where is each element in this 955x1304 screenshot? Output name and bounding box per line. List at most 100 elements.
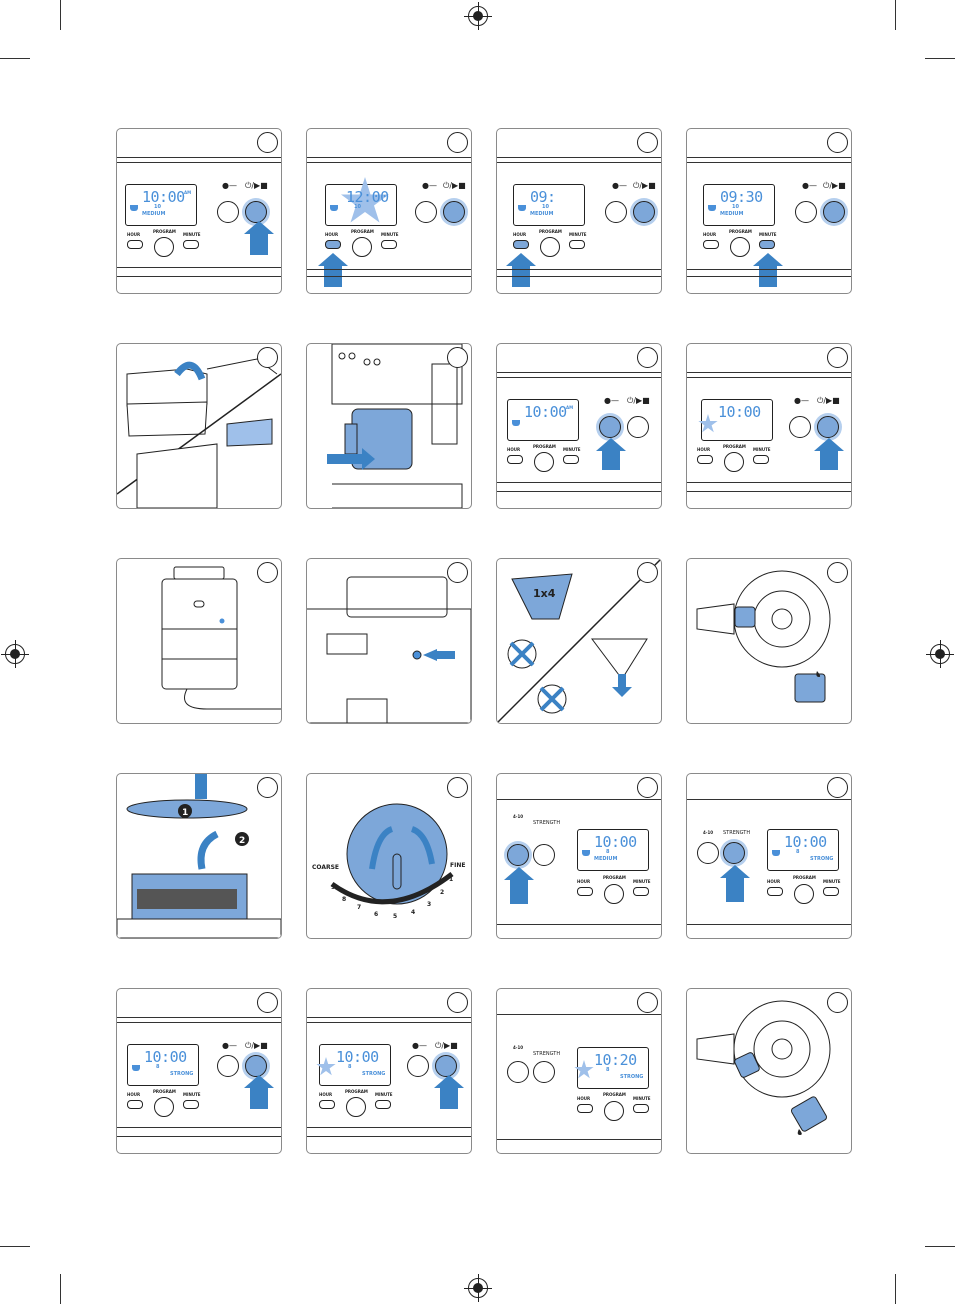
blink-star-icon	[574, 1060, 594, 1079]
step-panel-5	[116, 343, 282, 509]
step-number	[257, 992, 278, 1013]
step-number	[447, 562, 468, 583]
up-arrow-icon	[720, 865, 750, 902]
power-switch-illustration	[307, 576, 471, 723]
program-button[interactable]	[352, 237, 372, 257]
minute-button[interactable]	[753, 455, 769, 464]
program-button[interactable]	[346, 1097, 366, 1117]
hour-button[interactable]	[127, 1100, 143, 1109]
power-icon: ⏻/▶■	[443, 181, 466, 190]
minute-button[interactable]	[823, 887, 839, 896]
minute-button[interactable]	[633, 887, 649, 896]
power-button[interactable]	[443, 201, 465, 223]
power-button[interactable]	[817, 416, 839, 438]
crop-mark	[60, 1274, 61, 1304]
program-button[interactable]	[604, 884, 624, 904]
step-panel-8: 10:00 ●— ⏻/▶■ HOUR PROGRAM MINUTE	[686, 343, 852, 509]
program-button[interactable]	[794, 884, 814, 904]
brew-icon: ●—	[604, 396, 619, 405]
filter-size-label: 1x4	[533, 587, 556, 600]
carafe-insert-illustration	[327, 344, 463, 508]
brew-button[interactable]	[217, 1055, 239, 1077]
step-number	[637, 132, 658, 153]
registration-mark-left	[1, 640, 29, 668]
hour-button[interactable]	[697, 455, 713, 464]
crop-mark	[895, 1274, 896, 1304]
hour-button[interactable]	[319, 1100, 335, 1109]
strength-button[interactable]	[533, 844, 555, 866]
brew-button[interactable]	[217, 201, 239, 223]
program-button[interactable]	[154, 237, 174, 257]
power-button[interactable]	[627, 416, 649, 438]
program-button[interactable]	[724, 452, 744, 472]
hour-button[interactable]	[767, 887, 783, 896]
step-number	[827, 347, 848, 368]
step-number	[637, 347, 658, 368]
power-button[interactable]	[435, 1055, 457, 1077]
hour-button[interactable]	[577, 1104, 593, 1113]
step-number	[827, 132, 848, 153]
hour-button[interactable]	[513, 240, 529, 249]
brew-button[interactable]	[795, 201, 817, 223]
minute-button[interactable]	[183, 240, 199, 249]
brew-button[interactable]	[599, 416, 621, 438]
brew-button[interactable]	[415, 201, 437, 223]
program-button[interactable]	[730, 237, 750, 257]
step-panel-11: 1x4	[496, 558, 662, 724]
grind-dial-illustration	[330, 803, 454, 905]
power-icon: ⏻/▶■	[245, 181, 268, 190]
program-button[interactable]	[540, 237, 560, 257]
step-number	[637, 562, 658, 583]
hour-button[interactable]	[507, 455, 523, 464]
brew-button[interactable]	[789, 416, 811, 438]
brew-button[interactable]	[605, 201, 627, 223]
crop-mark	[925, 58, 955, 59]
brew-icon: ●—	[612, 181, 627, 190]
step-panel-2: 12:00 10 ●— ⏻/▶■ HOUR PROGRAM MINUTE	[306, 128, 472, 294]
program-button[interactable]	[604, 1101, 624, 1121]
minute-button[interactable]	[569, 240, 585, 249]
brew-icon: ●—	[422, 181, 437, 190]
step-panel-20	[686, 988, 852, 1154]
cups-button[interactable]	[507, 844, 529, 866]
power-button[interactable]	[823, 201, 845, 223]
minute-button[interactable]	[633, 1104, 649, 1113]
power-button[interactable]	[245, 1055, 267, 1077]
program-button[interactable]	[534, 452, 554, 472]
power-button[interactable]	[633, 201, 655, 223]
minute-button[interactable]	[375, 1100, 391, 1109]
up-arrow-icon	[504, 867, 534, 904]
minute-button[interactable]	[759, 240, 775, 249]
step-number	[257, 562, 278, 583]
up-arrow-icon	[434, 1075, 464, 1109]
hour-button[interactable]	[703, 240, 719, 249]
step-number	[257, 132, 278, 153]
fine-label: FINE	[450, 862, 466, 869]
cups-button[interactable]	[507, 1061, 529, 1083]
cups-button[interactable]	[697, 842, 719, 864]
power-button[interactable]	[245, 201, 267, 223]
brew-button[interactable]	[407, 1055, 429, 1077]
strength-button[interactable]	[533, 1061, 555, 1083]
hour-button[interactable]	[577, 887, 593, 896]
crop-mark	[60, 0, 61, 30]
minute-button[interactable]	[183, 1100, 199, 1109]
hour-button[interactable]	[325, 240, 341, 249]
registration-mark-right	[926, 640, 954, 668]
minute-button[interactable]	[381, 240, 397, 249]
program-button[interactable]	[154, 1097, 174, 1117]
brew-icon: ●—	[412, 1041, 427, 1050]
strength-button[interactable]	[723, 842, 745, 864]
minute-button[interactable]	[563, 455, 579, 464]
hour-button[interactable]	[127, 240, 143, 249]
power-icon: ⏻/▶■	[823, 181, 846, 190]
